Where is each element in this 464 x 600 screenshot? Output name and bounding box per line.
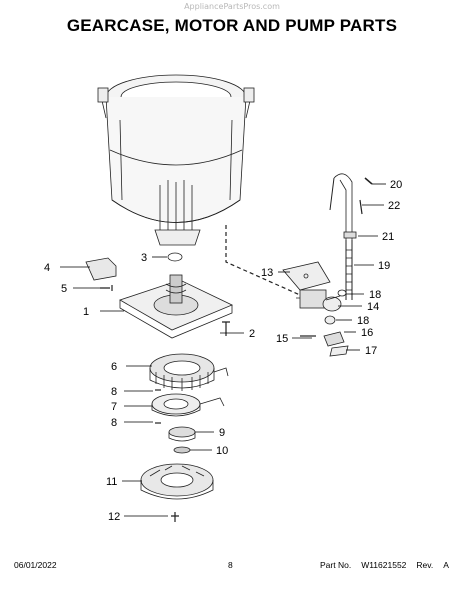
- outer-tub: [97, 74, 255, 246]
- part-13-plate: [282, 261, 331, 291]
- callouts: 1 2 3 4 5 6 7 8 8 9 10 11 12 13 14 15 16…: [44, 179, 402, 523]
- callout-17: 17: [365, 345, 377, 357]
- part-16-hose: [323, 331, 345, 347]
- callout-2: 2: [249, 328, 255, 340]
- callout-18b: 18: [357, 315, 369, 327]
- callout-3: 3: [141, 252, 147, 264]
- callout-21: 21: [382, 231, 394, 243]
- callout-19: 19: [378, 260, 390, 272]
- watermark: AppliancePartsPros.com: [184, 2, 280, 11]
- part-11-rotor: [140, 463, 214, 500]
- callout-8b: 8: [111, 417, 117, 429]
- part-2-bolt: [222, 321, 230, 336]
- page-title: GEARCASE, MOTOR AND PUMP PARTS: [66, 16, 398, 35]
- footer-part-info: Part No. W11621552 Rev. A: [320, 560, 459, 570]
- part-1-gearcase: [119, 274, 233, 339]
- callout-22: 22: [388, 200, 400, 212]
- part-21-clamp: [343, 231, 357, 239]
- part-12-bolt: [171, 512, 179, 522]
- callout-6: 6: [111, 361, 117, 373]
- rev-label: Rev.: [416, 560, 434, 570]
- callout-7: 7: [111, 401, 117, 413]
- callout-4: 4: [44, 262, 50, 274]
- part-10-nut: [173, 446, 191, 454]
- part-5-screw: [100, 285, 113, 291]
- footer-page-number: 8: [228, 560, 233, 570]
- callout-13: 13: [261, 267, 273, 279]
- callout-8a: 8: [111, 386, 117, 398]
- callout-15: 15: [276, 333, 288, 345]
- footer-date: 06/01/2022: [14, 560, 57, 570]
- part-number: W11621552: [361, 560, 407, 570]
- callout-10: 10: [216, 445, 228, 457]
- part-6-stator: [149, 353, 229, 391]
- dashed-connector: [225, 225, 301, 296]
- callout-12: 12: [108, 511, 120, 523]
- leader-lines: [60, 183, 386, 517]
- callout-11: 11: [106, 476, 117, 488]
- part-18-clamp-lower: [324, 315, 336, 325]
- part-label: Part No.: [320, 560, 352, 570]
- part-7-motor-housing: [151, 393, 225, 417]
- part-17-clamp: [329, 345, 349, 357]
- callout-5: 5: [61, 283, 67, 295]
- part-4-bracket: [85, 257, 117, 281]
- part-3-ring: [167, 252, 183, 262]
- part-9-rotor-hub: [168, 426, 196, 442]
- part-22-connector: [359, 199, 363, 215]
- callout-14: 14: [367, 301, 379, 313]
- part-19-drain-hose: [329, 173, 353, 300]
- part-20-clip: [364, 177, 373, 185]
- part-18-clamp-upper: [337, 289, 347, 297]
- rev-value: A: [443, 560, 449, 570]
- callout-9: 9: [219, 427, 225, 439]
- part-14-pump: [296, 289, 342, 312]
- callout-18a: 18: [369, 289, 381, 301]
- callout-16: 16: [361, 327, 373, 339]
- callout-20: 20: [390, 179, 402, 191]
- callout-1: 1: [83, 306, 89, 318]
